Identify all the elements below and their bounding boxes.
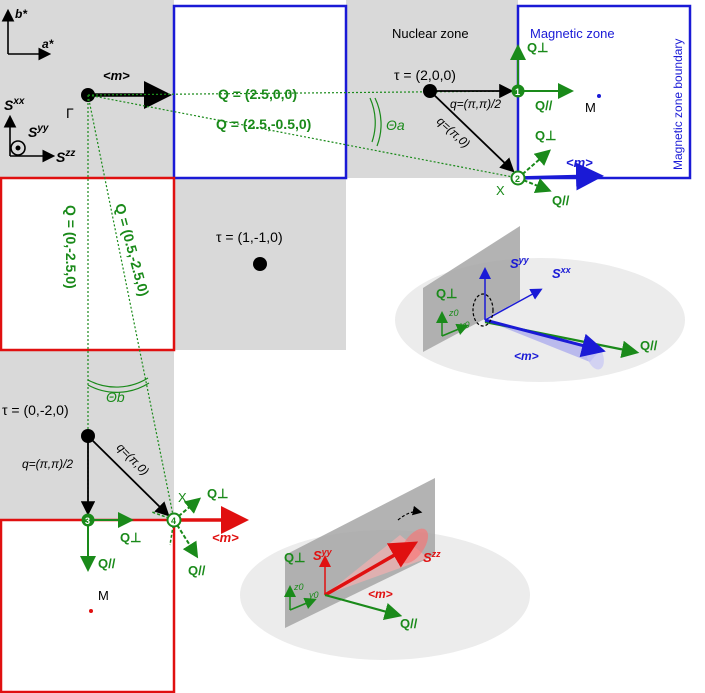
b-star-label: b* bbox=[15, 7, 28, 21]
moment-label-x-top: <m> bbox=[566, 155, 593, 170]
inset-blue-y0: y0 bbox=[459, 320, 470, 330]
q-par-label-2: Q// bbox=[552, 193, 570, 208]
q-perp-label-3: Q⊥ bbox=[120, 530, 141, 545]
s-zz-label: Szz bbox=[56, 148, 75, 165]
inset-red-moment: <m> bbox=[368, 587, 393, 601]
inset-blue-z0: z0 bbox=[448, 308, 459, 318]
tau-1-10-point bbox=[253, 257, 267, 271]
q-perp-label-1: Q⊥ bbox=[527, 40, 548, 55]
q2-label: Q = (2.5,-0.5,0) bbox=[216, 116, 311, 132]
point-4 bbox=[166, 512, 182, 528]
a-star-label: a* bbox=[42, 37, 55, 51]
inset-blue-s-yy: Syy bbox=[510, 255, 530, 271]
inset-blue-s-xx: Sxx bbox=[552, 265, 572, 281]
magnetic-zone-blue-1 bbox=[172, 4, 348, 180]
lattice-axes bbox=[1, 8, 52, 61]
magnetic-zone-boundary-label: Magnetic zone boundary bbox=[671, 39, 685, 170]
magnetic-zone-red-1 bbox=[0, 176, 176, 352]
x-point-bottom: X bbox=[178, 490, 187, 505]
inset-red-s-zz: Szz bbox=[423, 549, 441, 565]
spin-axes bbox=[3, 114, 56, 163]
svg-text:3: 3 bbox=[85, 516, 90, 526]
tau-200-label: τ = (2,0,0) bbox=[394, 67, 456, 83]
x-point-top: X bbox=[496, 183, 505, 198]
q3-label: Q = (0,-2.5,0) bbox=[63, 205, 79, 289]
q-pi0-arrow-top bbox=[429, 90, 515, 173]
inset-red bbox=[240, 478, 530, 660]
point-2 bbox=[510, 170, 526, 186]
q-perp-arrow-4 bbox=[173, 497, 202, 521]
inset-blue bbox=[395, 226, 685, 382]
s-yy-label: Syy bbox=[28, 123, 49, 140]
q-pipi-label-top: q=(π,π)/2 bbox=[450, 97, 501, 111]
tau-1-10-label: τ = (1,-1,0) bbox=[216, 229, 283, 245]
inset-red-q-perp: Q⊥ bbox=[284, 550, 305, 565]
svg-text:1: 1 bbox=[515, 87, 520, 97]
inset-red-y0: y0 bbox=[308, 590, 319, 600]
tau-0-20-label: τ = (0,-2,0) bbox=[2, 402, 69, 418]
q-par-label-1: Q// bbox=[535, 98, 553, 113]
svg-text:2: 2 bbox=[515, 174, 520, 184]
q-pi0-arrow-bottom bbox=[87, 435, 170, 517]
m-point-bottom: M bbox=[98, 588, 109, 603]
nuclear-zone-label: Nuclear zone bbox=[392, 26, 469, 41]
q-pipi-label-bottom: q=(π,π)/2 bbox=[22, 457, 73, 471]
out-of-plane-dot bbox=[15, 145, 21, 151]
q-par-label-4: Q// bbox=[188, 563, 206, 578]
inset-blue-q-perp: Q⊥ bbox=[436, 286, 457, 301]
q-perp-label-4: Q⊥ bbox=[207, 486, 228, 501]
inset-red-q-par: Q// bbox=[400, 616, 418, 631]
theta-b-label: Θb bbox=[106, 389, 125, 405]
theta-a-label: Θa bbox=[386, 117, 405, 133]
q-perp-label-2: Q⊥ bbox=[535, 128, 556, 143]
theta-a-arc bbox=[369, 97, 376, 143]
q-par-arrow-2 bbox=[517, 177, 552, 193]
moment-label-gamma: <m> bbox=[103, 68, 130, 83]
magnetic-zone-label: Magnetic zone bbox=[530, 26, 615, 41]
inset-blue-q-par: Q// bbox=[640, 338, 658, 353]
q-vector-lines bbox=[87, 90, 519, 521]
moment-label-x-bottom: <m> bbox=[212, 530, 239, 545]
gamma-label: Γ bbox=[66, 105, 74, 121]
theta-b-arc bbox=[87, 377, 149, 388]
point-1 bbox=[511, 84, 525, 98]
moment-arrow-x-top bbox=[517, 162, 604, 191]
inset-blue-moment: <m> bbox=[514, 349, 539, 363]
point-3 bbox=[81, 513, 95, 527]
m-point-top: M bbox=[585, 100, 596, 115]
inset-red-s-yy: Syy bbox=[313, 547, 333, 563]
svg-text:4: 4 bbox=[171, 516, 176, 526]
inset-red-z0: z0 bbox=[293, 582, 304, 592]
s-xx-label: Sxx bbox=[4, 96, 25, 113]
q-par-label-3: Q// bbox=[98, 556, 116, 571]
q1-label: Q = (2.5,0,0) bbox=[218, 86, 297, 102]
